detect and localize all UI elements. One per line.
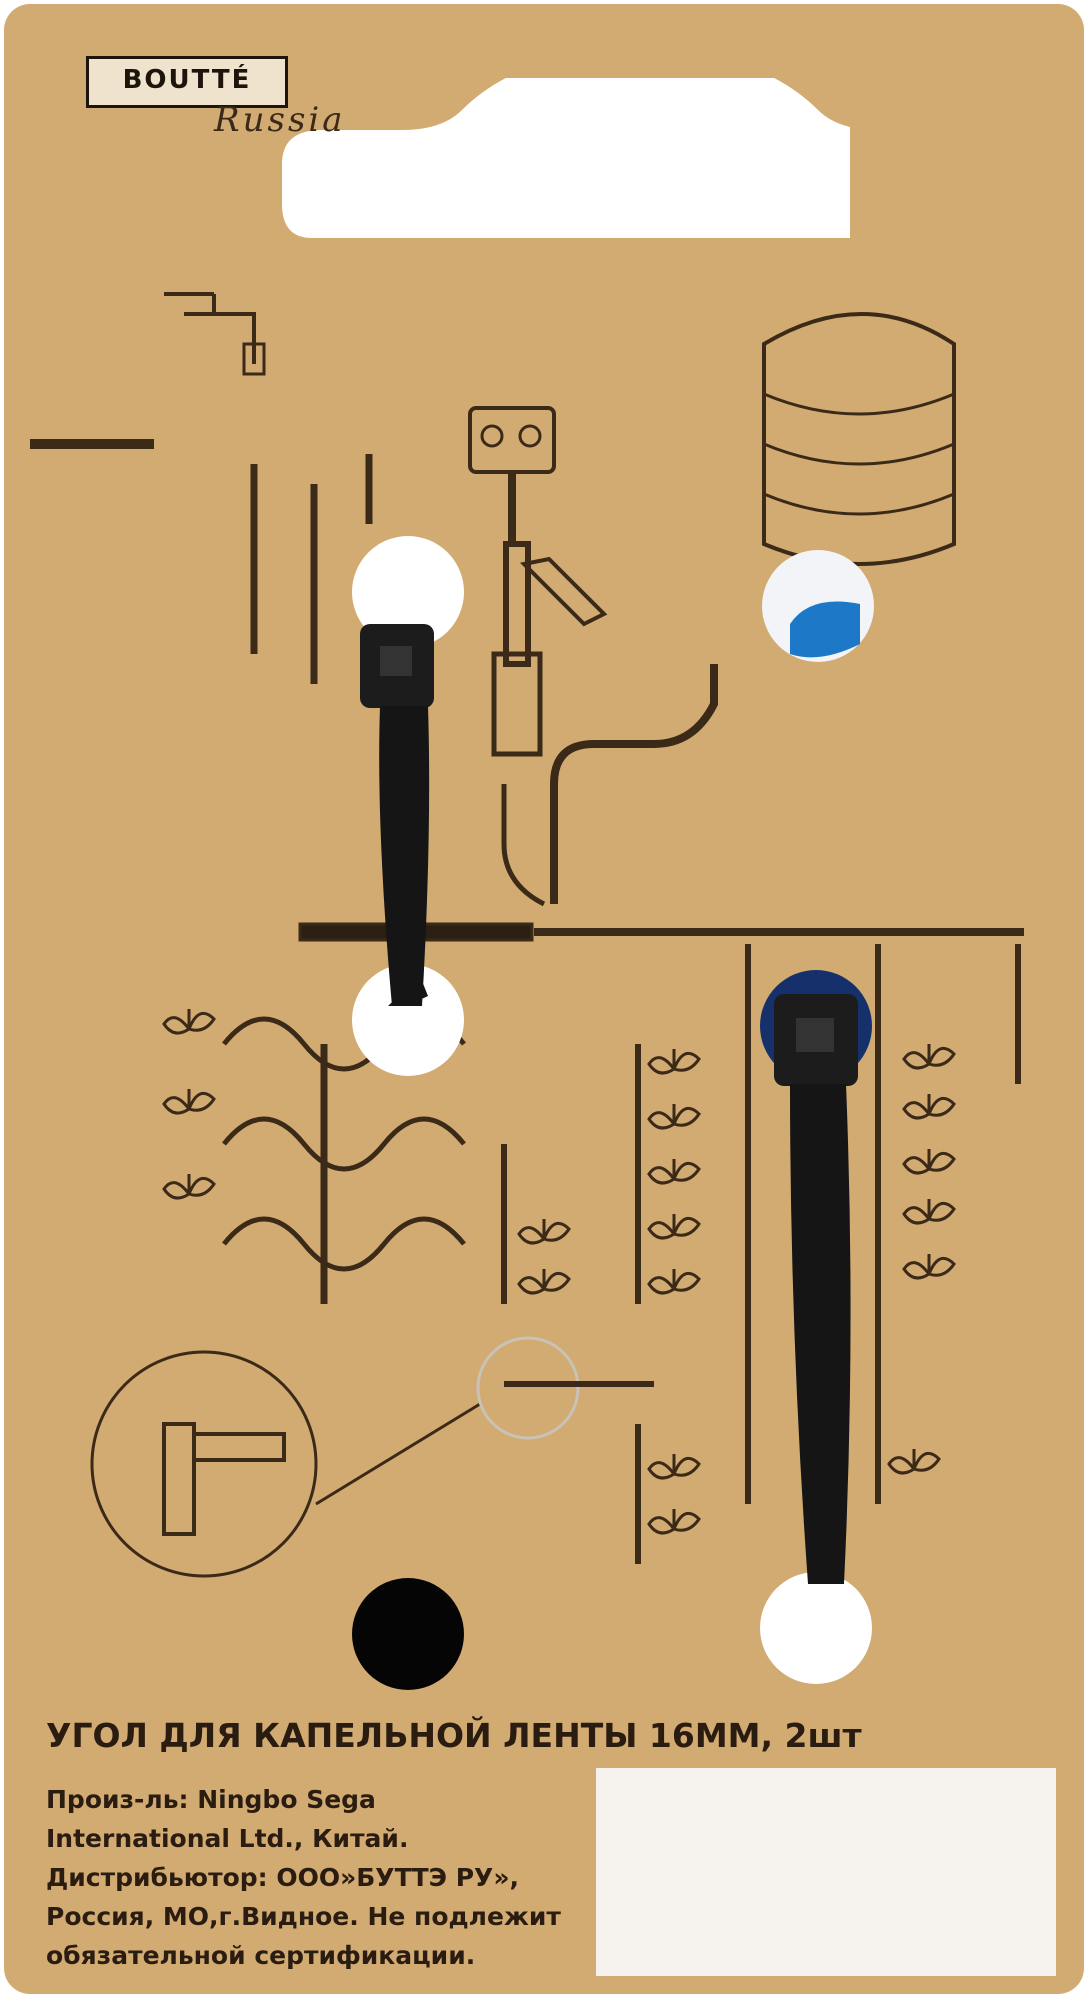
product-card: BOUTTÉ Russia УГОЛ ДЛЯ КАПЕЛЬНОЙ ЛЕНТЫ 1… — [4, 4, 1084, 1994]
zip-tie-left — [360, 624, 434, 1006]
product-title: УГОЛ ДЛЯ КАПЕЛЬНОЙ ЛЕНТЫ 16ММ, 2шт — [46, 1716, 862, 1755]
info-line: Дистрибьютор: ООО»БУТТЭ РУ», — [46, 1863, 519, 1892]
info-line: Произ-ль: Ningbo Sega — [46, 1785, 376, 1814]
info-line: International Ltd., Китай. — [46, 1824, 409, 1853]
product-info: Произ-ль: Ningbo Sega International Ltd.… — [46, 1780, 606, 1975]
hanger-hole — [282, 78, 850, 238]
info-line: обязательной сертификации. — [46, 1941, 476, 1970]
brand-logo-text: BOUTTÉ — [122, 65, 252, 95]
blank-label-sticker — [596, 1768, 1056, 1976]
irrigation-diagram — [30, 292, 1024, 1690]
hole-mid-left — [352, 964, 464, 1076]
brand-script: Russia — [214, 100, 346, 140]
info-line: Россия, МО,г.Видное. Не подлежит — [46, 1902, 561, 1931]
hole-top-left — [352, 536, 464, 648]
hole-bottom-right — [760, 1572, 872, 1684]
brand-logo: BOUTTÉ — [86, 56, 288, 108]
hole-bottom-left — [352, 1578, 464, 1690]
zip-tie-right — [774, 994, 858, 1584]
